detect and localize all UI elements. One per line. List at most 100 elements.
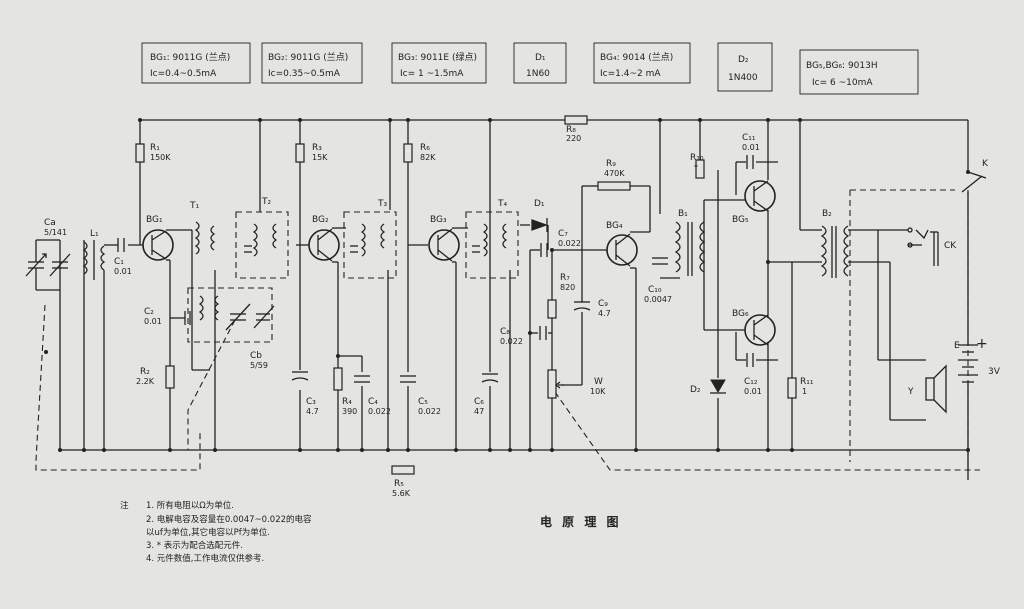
capacitor-c6: [481, 373, 499, 383]
label-bg3: BG₃: [430, 215, 447, 225]
label-c6-name: C₆: [474, 397, 484, 407]
spec-box-bg2: BG₂: 9011G (兰点) Ic=0.35~0.5mA: [261, 42, 363, 84]
capacitor-c7: [540, 243, 548, 257]
label-r11-value: 1: [802, 387, 807, 396]
label-r10-name: R₁₀: [690, 153, 704, 163]
label-c10-value: 0.0047: [644, 295, 672, 304]
label-c8-value: 0.022: [500, 337, 523, 346]
spec-box-line2: 1N400: [728, 73, 758, 83]
transistor-bg3: [428, 228, 460, 262]
label-t3: T₃: [377, 199, 387, 209]
label-c9-value: 4.7: [598, 309, 611, 318]
label-b1: B₁: [678, 209, 688, 219]
label-r10-value: *: [694, 163, 698, 172]
component-labels: Ca 5/141 L₁ C₁ 0.01 R₁ 150K BG₁ T₁ T₂ C₂…: [44, 125, 1001, 498]
label-c3-name: C₃: [306, 397, 316, 407]
resistor-r5: [391, 465, 415, 475]
capacitor-c5: [400, 375, 416, 383]
label-e-value: 3V: [988, 367, 1001, 377]
label-c12-value: 0.01: [744, 387, 762, 396]
capacitor-c11: [746, 155, 754, 169]
label-r2-name: R₂: [140, 367, 150, 377]
resistor-r11: [787, 377, 797, 399]
spec-box-line1: BG₅,BG₆: 9013H: [806, 61, 878, 71]
label-c6-value: 47: [474, 407, 484, 416]
label-t2: T₂: [261, 197, 271, 207]
resistor-r10: [695, 159, 705, 179]
diagram-title: 电 原 理 图: [540, 514, 622, 529]
notes-label: 注: [120, 500, 129, 511]
transistor-bg4: [606, 233, 638, 267]
label-ca-name: Ca: [44, 218, 56, 228]
resistor-r1: [135, 143, 145, 163]
if-transformer-t2: [244, 223, 278, 257]
resistor-r6: [403, 143, 413, 163]
spec-box-line2: Ic= 6 ~10mA: [812, 78, 873, 88]
label-cb-name: Cb: [250, 351, 262, 361]
variable-capacitor-cb: [225, 303, 275, 331]
resistor-r7: [547, 299, 557, 319]
label-r4-name: R₄: [342, 397, 352, 407]
label-r6-name: R₆: [420, 143, 430, 153]
spec-box-bg3: BG₃: 9011E (绿点) Ic= 1 ~1.5mA: [391, 42, 487, 84]
spec-box-line1: D₂: [738, 55, 749, 65]
capacitor-c4: [354, 375, 370, 383]
resistor-r2: [165, 365, 175, 389]
label-c5-value: 0.022: [418, 407, 441, 416]
label-c12-name: C₁₂: [744, 377, 758, 387]
label-c4-value: 0.022: [368, 407, 391, 416]
label-d1: D₁: [534, 199, 545, 209]
label-r7-value: 820: [560, 283, 575, 292]
capacitor-c3: [291, 371, 309, 381]
label-c8-name: C₈: [500, 327, 510, 337]
spec-box-line2: 1N60: [526, 69, 550, 79]
label-t1: T₁: [189, 201, 199, 211]
spec-box-bg5-bg6: BG₅,BG₆: 9013H Ic= 6 ~10mA: [799, 49, 919, 95]
label-k: K: [982, 159, 989, 169]
spec-box-line1: BG₃: 9011E (绿点): [398, 51, 477, 63]
battery-e: [958, 344, 978, 395]
label-r5-name: R₅: [394, 479, 404, 489]
label-r2-value: 2.2K: [136, 377, 155, 386]
label-b2: B₂: [822, 209, 832, 219]
spec-box-line1: BG₁: 9011G (兰点): [150, 51, 230, 63]
diode-d2: [710, 379, 726, 394]
label-c9-name: C₉: [598, 299, 608, 309]
label-r7-name: R₇: [560, 273, 570, 283]
label-c3-value: 4.7: [306, 407, 319, 416]
potentiometer-w: [547, 369, 564, 399]
label-c5-name: C₅: [418, 397, 428, 407]
label-c2-name: C₂: [144, 307, 154, 317]
capacitor-c8: [539, 326, 547, 340]
spec-box-d1: D₁ 1N60: [513, 42, 567, 84]
oscillator-coil-t1: [194, 221, 220, 321]
label-bg5: BG₅: [732, 215, 749, 225]
label-r9-value: 470K: [604, 169, 625, 178]
label-c11-name: C₁₁: [742, 133, 756, 143]
label-r6-value: 82K: [420, 153, 436, 162]
junction-dots: [44, 118, 970, 452]
label-bg4: BG₄: [606, 221, 623, 231]
output-transformer-b2: [820, 225, 850, 278]
label-r1-name: R₁: [150, 143, 160, 153]
transistor-bg6: [744, 314, 776, 346]
spec-box-line2: Ic=0.4~0.5mA: [150, 69, 217, 79]
label-ca-value: 5/141: [44, 228, 67, 237]
note-line: 4. 元件数值,工作电流仅供参考.: [146, 553, 264, 564]
label-r9-name: R₉: [606, 159, 616, 169]
capacitor-c9: [573, 301, 591, 311]
variable-capacitor-ca: [25, 240, 71, 290]
resistor-r4: [333, 367, 343, 391]
note-line: 1. 所有电阻以Ω为单位.: [146, 500, 234, 511]
label-l1: L₁: [90, 229, 99, 239]
transistor-bg1: [142, 229, 174, 261]
driver-transformer-b1: [674, 221, 706, 276]
label-r1-value: 150K: [150, 153, 171, 162]
note-line: 以uf为单位,其它电容以Pf为单位.: [146, 527, 270, 538]
label-c7-name: C₇: [558, 229, 568, 239]
capacitor-c12: [746, 353, 754, 367]
label-r3-value: 15K: [312, 153, 328, 162]
label-c2-value: 0.01: [144, 317, 162, 326]
label-e: E: [954, 341, 960, 351]
